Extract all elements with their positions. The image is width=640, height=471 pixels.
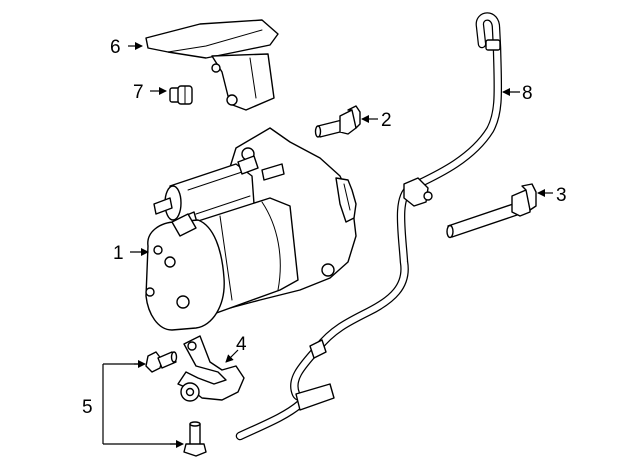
leader-lines — [102, 42, 553, 448]
callout-3: 3 — [556, 185, 567, 206]
callout-7: 7 — [133, 82, 144, 103]
bracket-bolt-upper — [145, 351, 178, 373]
starter-motor — [145, 127, 357, 331]
starter-bracket — [177, 335, 245, 402]
bracket-bolt-lower — [183, 421, 207, 457]
callout-2: 2 — [381, 110, 392, 131]
nut — [169, 85, 193, 105]
starter-bolt-long — [446, 183, 537, 239]
starter-bolt-small — [314, 105, 361, 138]
callout-4: 4 — [236, 334, 247, 355]
heat-shield-bracket — [145, 19, 279, 111]
callout-8: 8 — [522, 83, 533, 104]
callout-6: 6 — [110, 37, 121, 58]
starter-hose — [235, 12, 503, 441]
callout-1: 1 — [113, 243, 124, 264]
callout-5: 5 — [82, 397, 93, 418]
